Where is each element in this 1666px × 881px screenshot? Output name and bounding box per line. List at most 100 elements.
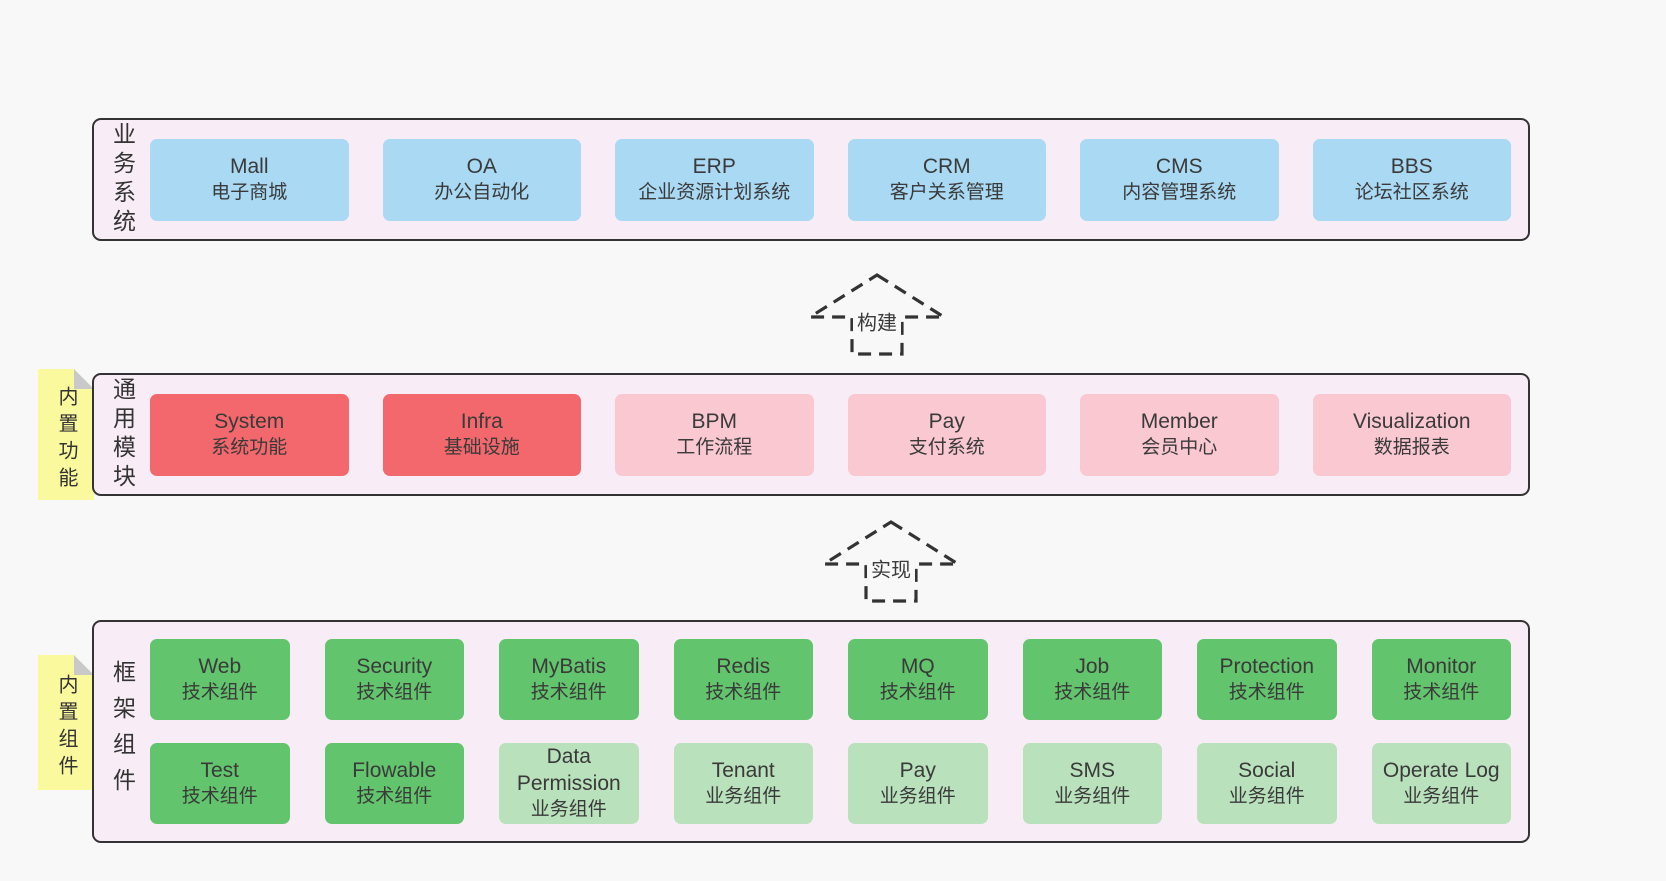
box-subtitle: 内容管理系统 xyxy=(1122,181,1237,203)
box-title: SMS xyxy=(1069,758,1115,782)
box-bbs: BBS 论坛社区系统 xyxy=(1312,138,1511,221)
box-subtitle: 技术组件 xyxy=(879,681,956,703)
box-operate-log: Operate Log 业务组件 xyxy=(1371,743,1511,824)
tag-built-in-components-label: 内置组件 xyxy=(55,673,77,782)
section-label-text: 业务系统 xyxy=(109,121,136,238)
box-title: OA xyxy=(466,154,497,178)
tag-built-in-features: 内置功能 xyxy=(38,369,94,500)
box-subtitle: 论坛社区系统 xyxy=(1354,181,1469,203)
box-subtitle: 技术组件 xyxy=(181,785,258,807)
box-subtitle: 企业资源计划系统 xyxy=(638,181,791,203)
box-title: Tenant xyxy=(711,758,775,782)
arrow-implement: 实现 xyxy=(821,519,961,605)
box-title: Job xyxy=(1075,654,1110,678)
arrow-implement-label: 实现 xyxy=(867,551,915,585)
box-title: Redis xyxy=(716,654,771,678)
section-common-modules-label: 通用模块 xyxy=(94,375,150,494)
box-subtitle: 业务组件 xyxy=(1403,785,1480,807)
box-data-permission: Data Permission 业务组件 xyxy=(499,743,639,824)
box-subtitle: 系统功能 xyxy=(211,436,288,458)
box-visualization: Visualization 数据报表 xyxy=(1312,393,1511,476)
box-redis: Redis 技术组件 xyxy=(673,639,813,720)
box-infra: Infra 基础设施 xyxy=(382,393,581,476)
box-subtitle: 数据报表 xyxy=(1373,436,1450,458)
box-subtitle: 业务组件 xyxy=(530,799,607,821)
common-modules-box-row: System 系统功能 Infra 基础设施 BPM 工作流程 Pay 支付系统 Member 会… xyxy=(150,375,1528,494)
box-title: BBS xyxy=(1390,154,1433,178)
box-title: Mall xyxy=(229,154,269,178)
box-subtitle: 业务组件 xyxy=(1054,785,1131,807)
section-framework-components-label: 框架组件 xyxy=(94,622,150,841)
box-title: Security xyxy=(356,654,433,678)
box-subtitle: 技术组件 xyxy=(181,681,258,703)
box-title: CRM xyxy=(922,154,971,178)
box-title: Data Permission xyxy=(516,745,621,796)
box-title: System xyxy=(214,409,285,433)
box-subtitle: 业务组件 xyxy=(705,785,782,807)
box-title: CMS xyxy=(1155,154,1203,178)
box-test: Test 技术组件 xyxy=(150,743,290,824)
box-title: Flowable xyxy=(352,758,437,782)
box-subtitle: 办公自动化 xyxy=(434,181,530,203)
box-title: Social xyxy=(1238,758,1296,782)
box-subtitle: 工作流程 xyxy=(676,436,753,458)
box-cms: CMS 内容管理系统 xyxy=(1080,138,1279,221)
box-title: Pay xyxy=(899,758,936,782)
box-subtitle: 技术组件 xyxy=(530,681,607,703)
box-subtitle: 技术组件 xyxy=(356,785,433,807)
folded-corner xyxy=(74,655,94,675)
box-pay: Pay 业务组件 xyxy=(848,743,988,824)
box-title: Operate Log xyxy=(1382,758,1500,782)
section-business-systems: 业务系统 Mall 电子商城 OA 办公自动化 ERP 企业资源计划系统 CRM 客户关系管理… xyxy=(92,118,1530,241)
box-subtitle: 会员中心 xyxy=(1141,436,1218,458)
business-systems-box-row: Mall 电子商城 OA 办公自动化 ERP 企业资源计划系统 CRM 客户关系管理 CMS 内容… xyxy=(150,120,1528,239)
box-subtitle: 技术组件 xyxy=(1403,681,1480,703)
dashed-up-arrow-icon xyxy=(807,273,947,356)
box-social: Social 业务组件 xyxy=(1197,743,1337,824)
box-title: Monitor xyxy=(1406,654,1477,678)
box-title: Visualization xyxy=(1352,409,1471,433)
box-subtitle: 业务组件 xyxy=(879,785,956,807)
box-erp: ERP 企业资源计划系统 xyxy=(615,138,814,221)
box-title: Member xyxy=(1140,409,1218,433)
box-subtitle: 电子商城 xyxy=(211,181,288,203)
box-member: Member 会员中心 xyxy=(1080,393,1279,476)
box-title: BPM xyxy=(691,409,737,433)
box-title: Web xyxy=(198,654,242,678)
section-business-systems-label: 业务系统 xyxy=(94,120,150,239)
box-subtitle: 技术组件 xyxy=(705,681,782,703)
folded-corner xyxy=(74,369,94,389)
box-mybatis: MyBatis 技术组件 xyxy=(499,639,639,720)
box-sms: SMS 业务组件 xyxy=(1022,743,1162,824)
box-subtitle: 支付系统 xyxy=(908,436,985,458)
box-title: MyBatis xyxy=(531,654,607,678)
box-subtitle: 客户关系管理 xyxy=(889,181,1004,203)
section-common-modules: 通用模块 System 系统功能 Infra 基础设施 BPM 工作流程 Pay 支付系统 Me… xyxy=(92,373,1530,496)
box-title: Pay xyxy=(928,409,965,433)
arrow-build: 构建 xyxy=(807,272,947,358)
box-title: Infra xyxy=(460,409,503,433)
box-oa: OA 办公自动化 xyxy=(382,138,581,221)
box-title: MQ xyxy=(900,654,935,678)
box-flowable: Flowable 技术组件 xyxy=(324,743,464,824)
box-crm: CRM 客户关系管理 xyxy=(847,138,1046,221)
box-mq: MQ 技术组件 xyxy=(848,639,988,720)
box-mall: Mall 电子商城 xyxy=(150,138,349,221)
box-tenant: Tenant 业务组件 xyxy=(673,743,813,824)
box-subtitle: 业务组件 xyxy=(1228,785,1305,807)
box-web: Web 技术组件 xyxy=(150,639,290,720)
box-subtitle: 基础设施 xyxy=(443,436,520,458)
tag-built-in-features-label: 内置功能 xyxy=(55,385,77,494)
box-bpm: BPM 工作流程 xyxy=(615,393,814,476)
box-title: ERP xyxy=(692,154,736,178)
box-title: Test xyxy=(200,758,239,782)
box-monitor: Monitor 技术组件 xyxy=(1371,639,1511,720)
section-label-text: 框架组件 xyxy=(109,659,136,804)
